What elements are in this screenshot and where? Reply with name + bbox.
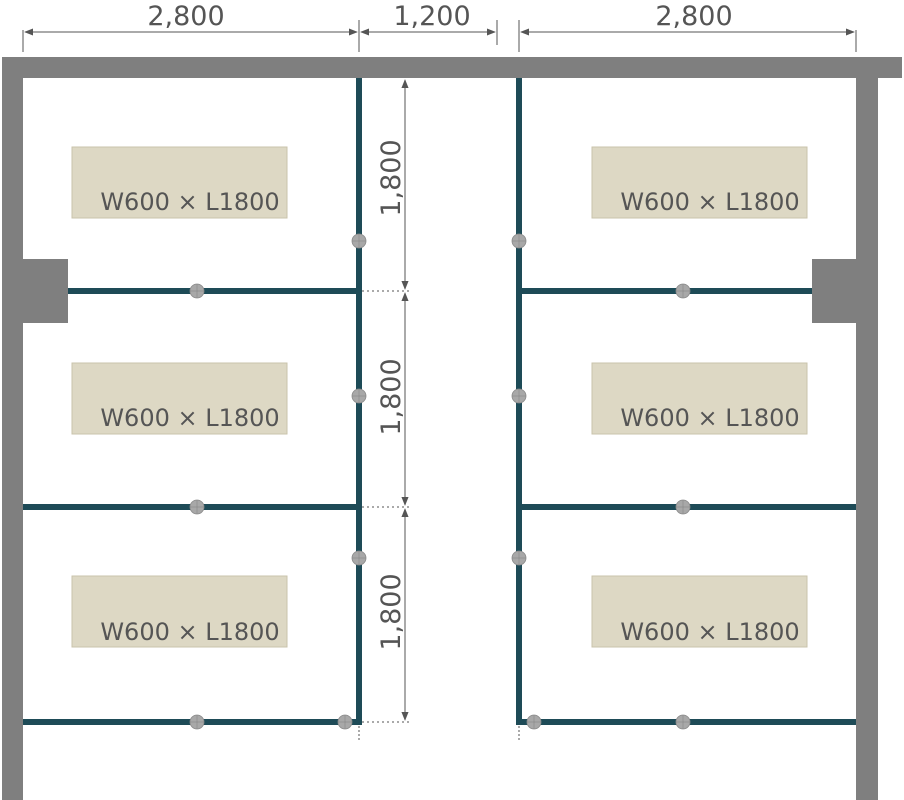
walls (2, 57, 902, 800)
dim-label-aisle: 1,200 (393, 1, 470, 32)
dim-label-row-1: 1,800 (376, 139, 407, 216)
joint-crosshairs (190, 234, 690, 729)
desk-label: W600 × L1800 (620, 618, 799, 646)
desk: W600 × L1800 (591, 146, 808, 219)
joints (189, 233, 691, 730)
desk-label: W600 × L1800 (620, 404, 799, 432)
left-pillar (23, 259, 68, 323)
vertical-dimension (362, 79, 412, 723)
desk: W600 × L1800 (71, 146, 288, 219)
desk-label: W600 × L1800 (100, 188, 279, 216)
desk: W600 × L1800 (71, 575, 288, 648)
left-wall (2, 57, 23, 800)
dim-label-row-2: 1,800 (376, 358, 407, 435)
horizontal-dimension (22, 20, 857, 52)
desk-label: W600 × L1800 (100, 618, 279, 646)
dim-label-row-3: 1,800 (376, 573, 407, 650)
desk-label: W600 × L1800 (100, 404, 279, 432)
left-partition-arm (68, 288, 362, 294)
right-pillar (812, 259, 856, 323)
dim-label-left: 2,800 (147, 1, 224, 32)
dim-label-right: 2,800 (655, 1, 732, 32)
desk: W600 × L1800 (591, 362, 808, 435)
top-wall (2, 57, 902, 78)
right-wall (856, 57, 878, 800)
spine-end-marks (358, 726, 520, 742)
desk: W600 × L1800 (591, 575, 808, 648)
desk: W600 × L1800 (71, 362, 288, 435)
right-partition-arm (516, 288, 812, 294)
desk-label: W600 × L1800 (620, 188, 799, 216)
